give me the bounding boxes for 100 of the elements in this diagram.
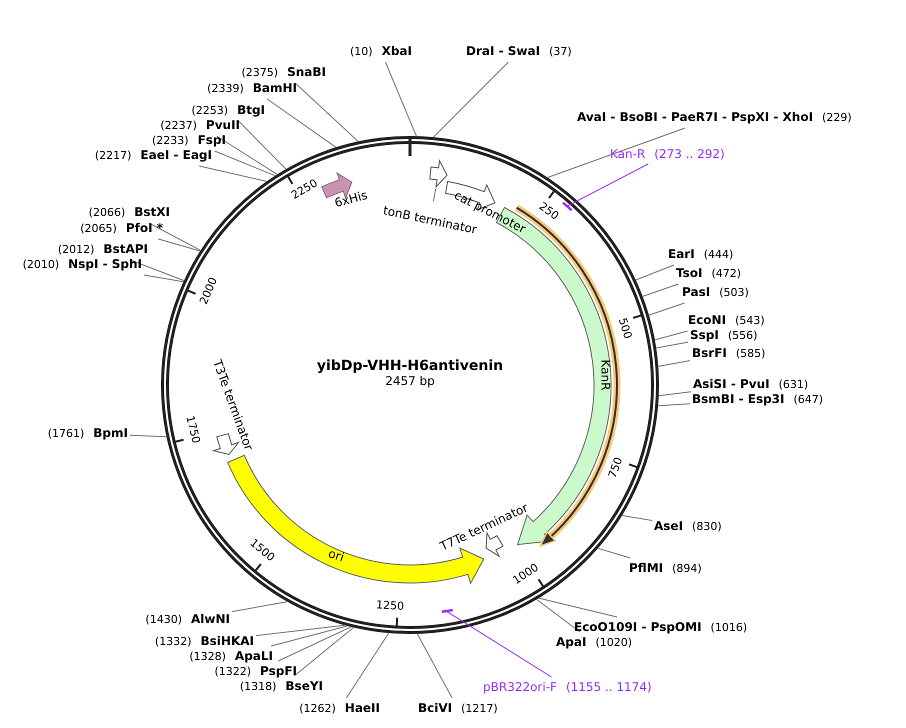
leader-line: [536, 598, 580, 632]
site-position: (229): [822, 110, 852, 126]
enzyme-name: PvuII: [206, 117, 240, 133]
leader-line: [144, 274, 184, 282]
leader-line: [216, 136, 278, 175]
leader-line: [294, 627, 354, 676]
leader-line: [238, 120, 286, 170]
site-position: (444): [704, 247, 734, 263]
site-position: (830): [692, 519, 722, 535]
leader-line: [432, 188, 436, 202]
leader-line: [384, 62, 417, 137]
site-position: (2010): [22, 257, 60, 273]
enzyme-name: DraI - SwaI: [466, 43, 540, 59]
enzyme-name: BsmBI - Esp3I: [692, 391, 784, 407]
site-position: (503): [719, 285, 749, 301]
site-position: (1322): [214, 664, 252, 680]
leader-line: [538, 598, 618, 618]
primer-mark: [442, 608, 454, 614]
leader-line: [568, 164, 649, 206]
primer-mark: [562, 202, 573, 212]
leader-line: [658, 403, 690, 406]
leader-line: [266, 98, 336, 148]
leader-line: [214, 150, 276, 176]
site-position: (2012): [58, 242, 94, 258]
primer-name: Kan-R: [610, 146, 646, 162]
site-position: (2375): [242, 65, 278, 81]
enzyme-name: BciVI: [418, 700, 452, 716]
enzyme-name: EaeI - EagI: [140, 147, 212, 163]
site-position: (543): [735, 313, 765, 329]
leader-line: [656, 342, 688, 348]
site-position: (1262): [299, 701, 336, 717]
site-position: (10): [350, 44, 373, 60]
site-position: (2233): [152, 133, 189, 149]
site-position: (472): [711, 266, 742, 282]
enzyme-name: FspI: [198, 132, 226, 148]
enzyme-name: SspI: [690, 327, 719, 343]
leader-line: [416, 633, 453, 698]
site-position: (2066): [88, 205, 126, 221]
enzyme-name: AvaI - BsoBI - PaeR7I - PspXI - XhoI: [577, 109, 814, 125]
enzyme-name: EcoO109I - PspOMI: [574, 619, 702, 635]
enzyme-name: AseI: [654, 518, 684, 534]
tick-label: 2000: [197, 275, 220, 306]
leader-line: [658, 360, 690, 367]
site-position: (2237): [160, 118, 197, 134]
leader-line: [256, 624, 346, 636]
site-position: (2253): [191, 103, 228, 119]
leader-line: [346, 632, 390, 698]
tick-label: 1250: [376, 598, 404, 613]
enzyme-name: TsoI: [676, 265, 702, 281]
site-position: (1761): [48, 426, 84, 442]
enzyme-name: BsiHKAI: [200, 633, 254, 649]
site-position: (1332): [154, 634, 192, 650]
enzyme-name: BpmI: [93, 425, 128, 441]
leader-line: [294, 82, 359, 142]
site-position: (1318): [240, 679, 276, 695]
leader-line: [130, 260, 184, 282]
leader-line: [270, 626, 348, 646]
site-position: (631): [778, 377, 808, 393]
site-position: (894): [672, 561, 702, 577]
primer-name: pBR322ori-F: [483, 679, 557, 695]
leader-line: [198, 166, 268, 182]
feature-label: 6xHis: [333, 188, 369, 210]
leader-line: [148, 222, 201, 251]
site-position: (1020): [595, 635, 632, 651]
site-position: (585): [736, 346, 766, 362]
leader-line: [598, 548, 631, 558]
site-position: (1217): [461, 701, 498, 717]
enzyme-name: HaeII: [344, 700, 380, 716]
leader-line: [635, 264, 674, 280]
enzyme-name: PspFI: [260, 663, 297, 679]
enzyme-name: NspI - SphI: [68, 256, 142, 272]
site-position: (1328): [189, 649, 226, 665]
enzyme-name: ApaLI: [234, 648, 273, 664]
leader-line: [622, 515, 652, 521]
leader-line: [642, 284, 679, 297]
enzyme-name: ApaI: [556, 634, 586, 650]
enzyme-name: AsiSI - PvuI: [693, 376, 770, 392]
enzyme-name: PasI: [682, 284, 710, 300]
leader-line: [654, 330, 688, 340]
leader-line: [433, 62, 509, 138]
site-position: (2065): [80, 221, 117, 237]
primer-range: (1155 .. 1174): [566, 679, 652, 695]
site-position: (2339): [207, 81, 244, 97]
enzyme-name: EcoNI: [688, 312, 726, 328]
tick-label: 1750: [183, 414, 203, 445]
site-position: (556): [728, 328, 758, 344]
site-position: (1016): [710, 620, 748, 636]
enzyme-name: XbaI: [382, 43, 412, 59]
enzyme-name: PflMI: [629, 560, 664, 576]
enzyme-name: BstXI: [134, 204, 170, 220]
enzyme-name: BamHI: [252, 80, 297, 96]
site-position: (647): [793, 392, 824, 408]
enzyme-name: AlwNI: [191, 611, 230, 627]
enzyme-name: BstAPI: [103, 241, 148, 257]
enzyme-name: PfoI *: [126, 220, 163, 236]
enzyme-name: EarI: [668, 246, 695, 262]
leader-line: [130, 434, 167, 438]
feature-block: [429, 160, 448, 188]
plasmid-size: 2457 bp: [385, 374, 435, 388]
enzyme-name: SnaBI: [287, 64, 326, 80]
